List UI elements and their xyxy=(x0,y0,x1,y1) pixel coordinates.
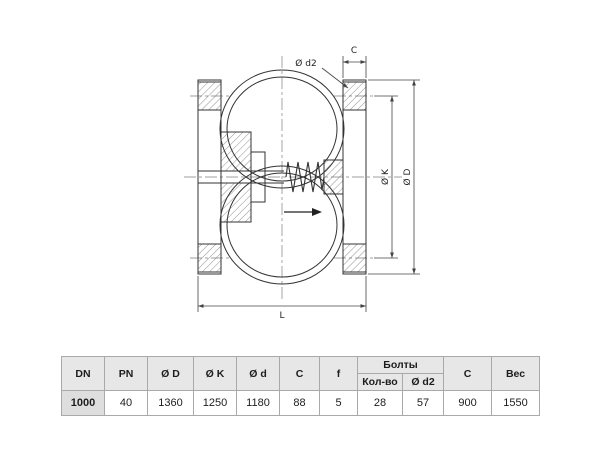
col-header-c2: C xyxy=(443,356,493,391)
flange-left xyxy=(197,79,222,275)
cell-c1: 88 xyxy=(279,390,320,416)
cell-d-inner: 1180 xyxy=(236,390,280,416)
dim-label-l: L xyxy=(279,311,284,321)
flow-direction-arrow-icon xyxy=(284,208,322,216)
col-header-bolts-qty: Кол-во xyxy=(357,373,403,391)
dimension-lines xyxy=(197,56,420,312)
col-header-dn: DN xyxy=(61,356,105,391)
spec-table-wrap: DN PN Ø D Ø K Ø d C f Болты C Вес Кол-во… xyxy=(61,356,600,416)
col-header-pn: PN xyxy=(104,356,148,391)
dim-label-c-top: C xyxy=(351,46,357,56)
cell-f: 5 xyxy=(319,390,358,416)
col-header-weight: Вес xyxy=(491,356,541,391)
disc-mechanism xyxy=(198,131,284,223)
centerlines xyxy=(184,56,402,300)
cell-bolts-d2: 57 xyxy=(401,390,445,416)
header-row-1: DN PN Ø D Ø K Ø d C f Болты C Вес xyxy=(61,356,541,391)
col-header-bolts-d2: Ø d2 xyxy=(401,373,445,391)
cell-weight: 1550 xyxy=(491,390,541,416)
dimension-labels: C Ø d2 Ø K Ø D L xyxy=(279,46,413,321)
table-row: 1000 40 1360 1250 1180 88 5 28 57 900 15… xyxy=(61,390,541,416)
valve-body xyxy=(219,69,345,285)
flange-right xyxy=(342,79,367,275)
cell-k: 1250 xyxy=(193,390,237,416)
header-row-2: Кол-во Ø d2 xyxy=(62,373,540,391)
col-header-bolts-group: Болты xyxy=(356,356,445,374)
cell-dn: 1000 xyxy=(61,390,105,416)
cell-d-outer: 1360 xyxy=(147,390,194,416)
dim-label-d: Ø D xyxy=(402,168,413,185)
seat-block xyxy=(323,159,344,195)
spring xyxy=(285,161,325,193)
col-header-f: f xyxy=(319,356,358,391)
col-header-d-inner: Ø d xyxy=(236,356,280,391)
cell-bolts-qty: 28 xyxy=(357,390,403,416)
dimensions-table: DN PN Ø D Ø K Ø d C f Болты C Вес Кол-во… xyxy=(61,356,541,416)
col-header-d-outer: Ø D xyxy=(147,356,194,391)
valve-section-svg: C Ø d2 Ø K Ø D L xyxy=(184,46,420,321)
col-header-k: Ø K xyxy=(193,356,237,391)
col-header-c1: C xyxy=(279,356,320,391)
valve-drawing: C Ø d2 Ø K Ø D L xyxy=(184,46,420,321)
dim-label-k: Ø K xyxy=(380,168,391,185)
dim-label-d2: Ø d2 xyxy=(295,58,316,69)
cell-c2: 900 xyxy=(443,390,493,416)
cell-pn: 40 xyxy=(104,390,148,416)
